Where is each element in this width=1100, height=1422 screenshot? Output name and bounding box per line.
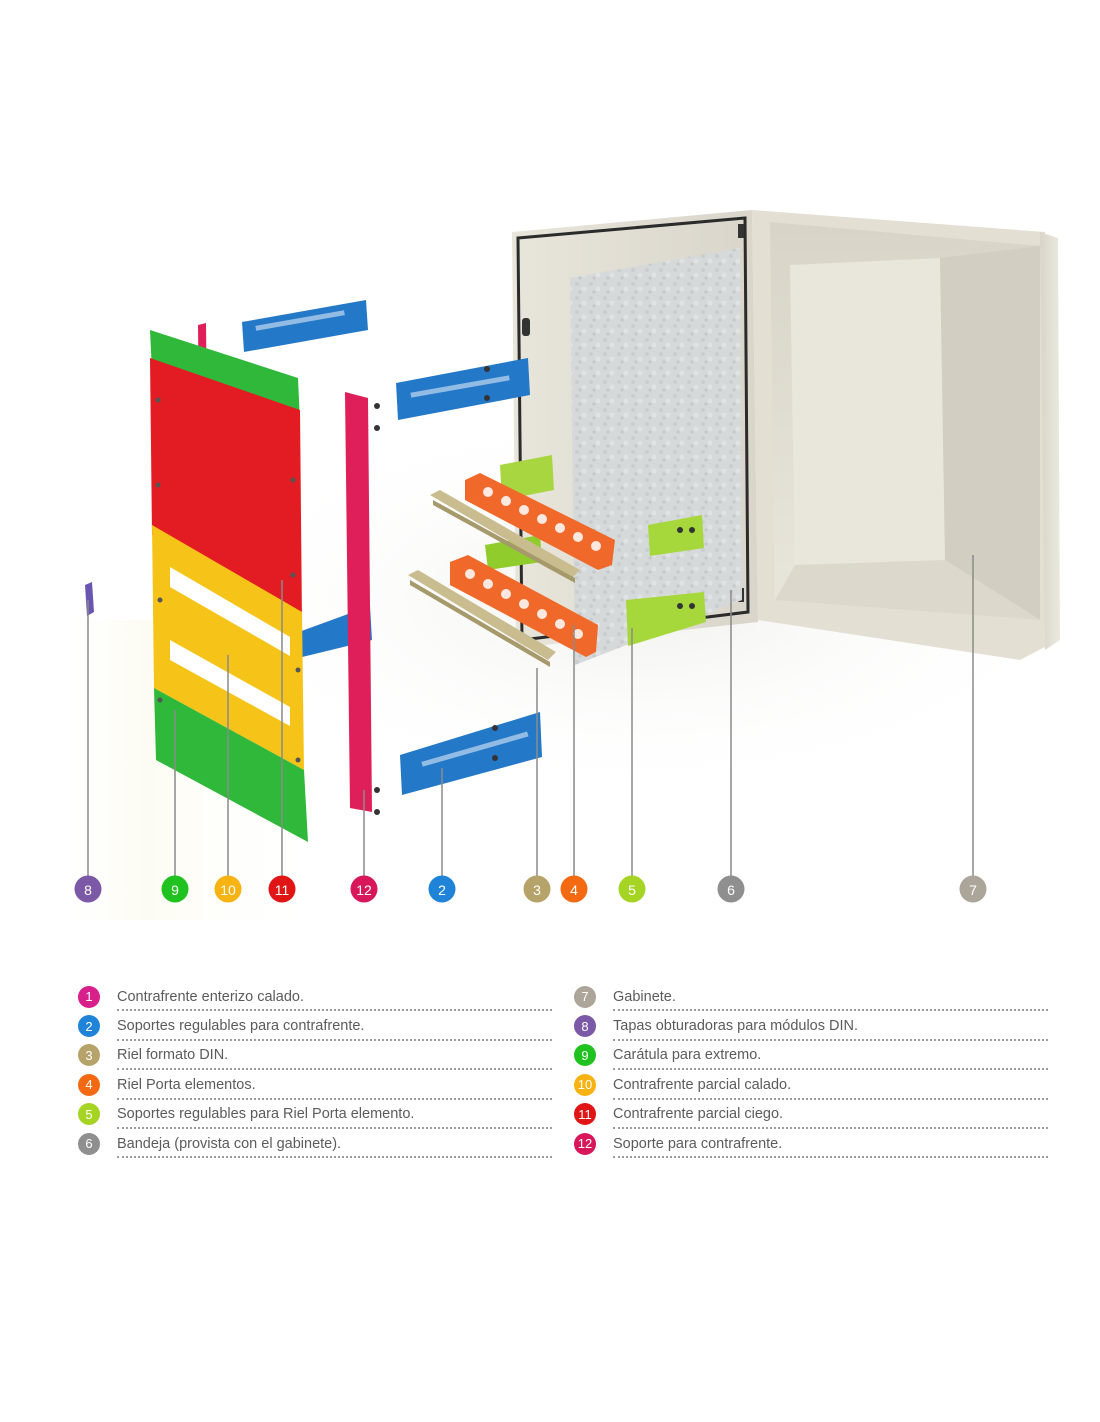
cabinet-illustration: 8 9 10 11 12 2 3 4 5 6 7 xyxy=(70,210,1100,920)
din-blank-part xyxy=(85,582,94,616)
legend-label: Gabinete. xyxy=(613,982,1048,1012)
legend-item: 7 Gabinete. xyxy=(574,982,1048,1012)
callout-7: 7 xyxy=(959,875,987,903)
legend-number-badge: 1 xyxy=(78,985,100,1008)
legend-number-badge: 9 xyxy=(574,1044,596,1067)
legend-label: Carátula para extremo. xyxy=(613,1041,1048,1071)
legend-label: Soporte para contrafrente. xyxy=(613,1129,1048,1159)
callout-number: 8 xyxy=(84,882,92,898)
callout-circle xyxy=(618,875,646,903)
legend-item: 12 Soporte para contrafrente. xyxy=(574,1129,1048,1159)
callout-number: 4 xyxy=(570,882,578,898)
din-rails-part xyxy=(408,490,580,667)
callout-circle xyxy=(214,875,242,903)
leader-lines xyxy=(87,555,974,878)
parts-legend: 1 Contrafrente enterizo calado. 2 Soport… xyxy=(78,982,1048,1159)
legend-right-column: 7 Gabinete. 8 Tapas obturadoras para mód… xyxy=(574,982,1048,1159)
legend-item: 5 Soportes regulables para Riel Porta el… xyxy=(78,1100,552,1129)
callout-circle xyxy=(268,875,296,903)
callout-circle xyxy=(74,875,102,903)
legend-number-badge: 6 xyxy=(78,1132,100,1155)
callout-circle xyxy=(161,875,189,903)
callout-number: 6 xyxy=(727,882,735,898)
legend-label: Riel Porta elementos. xyxy=(117,1070,552,1100)
callout-11: 11 xyxy=(268,875,296,903)
legend-number-badge: 10 xyxy=(574,1073,596,1096)
orange-rails-part xyxy=(450,473,615,657)
callout-10: 10 xyxy=(214,875,242,903)
callout-number: 3 xyxy=(533,882,541,898)
lime-supports-part xyxy=(485,455,706,646)
legend-label: Soportes regulables para contrafrente. xyxy=(117,1011,552,1041)
legend-number-badge: 7 xyxy=(574,985,596,1008)
legend-item: 6 Bandeja (provista con el gabinete). xyxy=(78,1129,552,1159)
legend-number-badge: 11 xyxy=(574,1103,596,1126)
callout-number: 10 xyxy=(220,882,236,898)
callout-number: 12 xyxy=(356,882,372,898)
callout-6: 6 xyxy=(717,875,745,903)
callout-circle xyxy=(959,875,987,903)
callout-number: 5 xyxy=(628,882,636,898)
callout-number: 7 xyxy=(969,882,977,898)
callout-8: 8 xyxy=(74,875,102,903)
callout-5: 5 xyxy=(618,875,646,903)
legend-left-column: 1 Contrafrente enterizo calado. 2 Soport… xyxy=(78,982,552,1159)
callout-3: 3 xyxy=(523,875,551,903)
callout-9: 9 xyxy=(161,875,189,903)
legend-item: 8 Tapas obturadoras para módulos DIN. xyxy=(574,1011,1048,1041)
callout-number: 2 xyxy=(438,882,446,898)
callout-number: 9 xyxy=(171,882,179,898)
callout-number: 11 xyxy=(275,882,290,898)
tray-part xyxy=(570,248,742,665)
legend-label: Soportes regulables para Riel Porta elem… xyxy=(117,1100,552,1129)
legend-number-badge: 2 xyxy=(78,1015,100,1038)
callout-badges: 8 9 10 11 12 2 3 4 5 6 7 xyxy=(74,875,987,903)
legend-label: Contrafrente enterizo calado. xyxy=(117,982,552,1012)
legend-item: 1 Contrafrente enterizo calado. xyxy=(78,982,552,1012)
callout-12: 12 xyxy=(350,875,378,903)
legend-item: 11 Contrafrente parcial ciego. xyxy=(574,1100,1048,1129)
callout-circle xyxy=(428,875,456,903)
legend-number-badge: 8 xyxy=(574,1015,596,1038)
callout-circle xyxy=(560,875,588,903)
legend-label: Riel formato DIN. xyxy=(117,1041,552,1071)
callout-2: 2 xyxy=(428,875,456,903)
legend-number-badge: 4 xyxy=(78,1073,100,1096)
front-panels-part xyxy=(150,330,308,842)
legend-item: 3 Riel formato DIN. xyxy=(78,1041,552,1071)
legend-label: Tapas obturadoras para módulos DIN. xyxy=(613,1011,1048,1041)
legend-label: Bandeja (provista con el gabinete). xyxy=(117,1129,552,1159)
callout-circle xyxy=(717,875,745,903)
callout-circle xyxy=(350,875,378,903)
legend-number-badge: 3 xyxy=(78,1044,100,1067)
legend-number-badge: 5 xyxy=(78,1103,100,1126)
legend-item: 9 Carátula para extremo. xyxy=(574,1041,1048,1071)
callout-4: 4 xyxy=(560,875,588,903)
legend-label: Contrafrente parcial calado. xyxy=(613,1070,1048,1100)
legend-label: Contrafrente parcial ciego. xyxy=(613,1100,1048,1129)
legend-item: 4 Riel Porta elementos. xyxy=(78,1070,552,1100)
legend-number-badge: 12 xyxy=(574,1132,596,1155)
legend-item: 2 Soportes regulables para contrafrente. xyxy=(78,1011,552,1041)
callout-circle xyxy=(523,875,551,903)
legend-item: 10 Contrafrente parcial calado. xyxy=(574,1070,1048,1100)
